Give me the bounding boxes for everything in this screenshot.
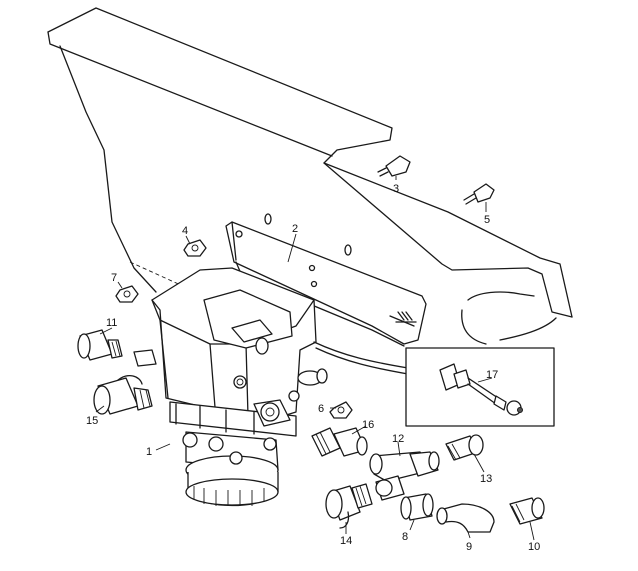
callout-2: 2: [292, 223, 298, 235]
detail-inset: [405, 347, 555, 427]
nut-6: [329, 401, 353, 419]
nut-7: [115, 285, 139, 303]
callout-10: 10: [528, 541, 540, 553]
fitting-15: [93, 374, 153, 415]
chassis-frame: [47, 7, 573, 345]
callout-17: 17: [486, 369, 498, 381]
callout-7: 7: [111, 272, 117, 284]
callout-12: 12: [392, 433, 404, 445]
callout-5: 5: [484, 214, 490, 226]
leader-lines: [95, 176, 535, 541]
callout-4: 4: [182, 225, 188, 237]
fitting-13: [445, 434, 484, 461]
callout-9: 9: [466, 541, 472, 553]
fitting-10: [509, 497, 545, 525]
fitting-14: [325, 483, 373, 529]
callout-8: 8: [402, 531, 408, 543]
bolt-5: [463, 183, 495, 205]
tee-fitting-12: [369, 451, 440, 501]
sensor-harness: [288, 341, 409, 402]
nut-4: [183, 239, 207, 257]
callout-16: 16: [362, 419, 374, 431]
callout-14: 14: [340, 535, 352, 547]
callout-labels: 1 2 3 4 5 6 7 8 9 10 11 12 13 14 15 16 1…: [86, 183, 540, 553]
callout-1: 1: [146, 446, 152, 458]
callout-6: 6: [318, 403, 324, 415]
mounting-bracket: [225, 213, 427, 347]
callout-15: 15: [86, 415, 98, 427]
elbow-9: [436, 503, 495, 533]
callout-3: 3: [393, 183, 399, 195]
fitting-11: [77, 329, 123, 361]
valve-body: [133, 267, 317, 507]
callout-13: 13: [480, 473, 492, 485]
bolt-3: [377, 155, 411, 177]
callout-11: 11: [106, 317, 117, 329]
fitting-16: [311, 427, 368, 457]
sleeve-8: [400, 493, 434, 521]
